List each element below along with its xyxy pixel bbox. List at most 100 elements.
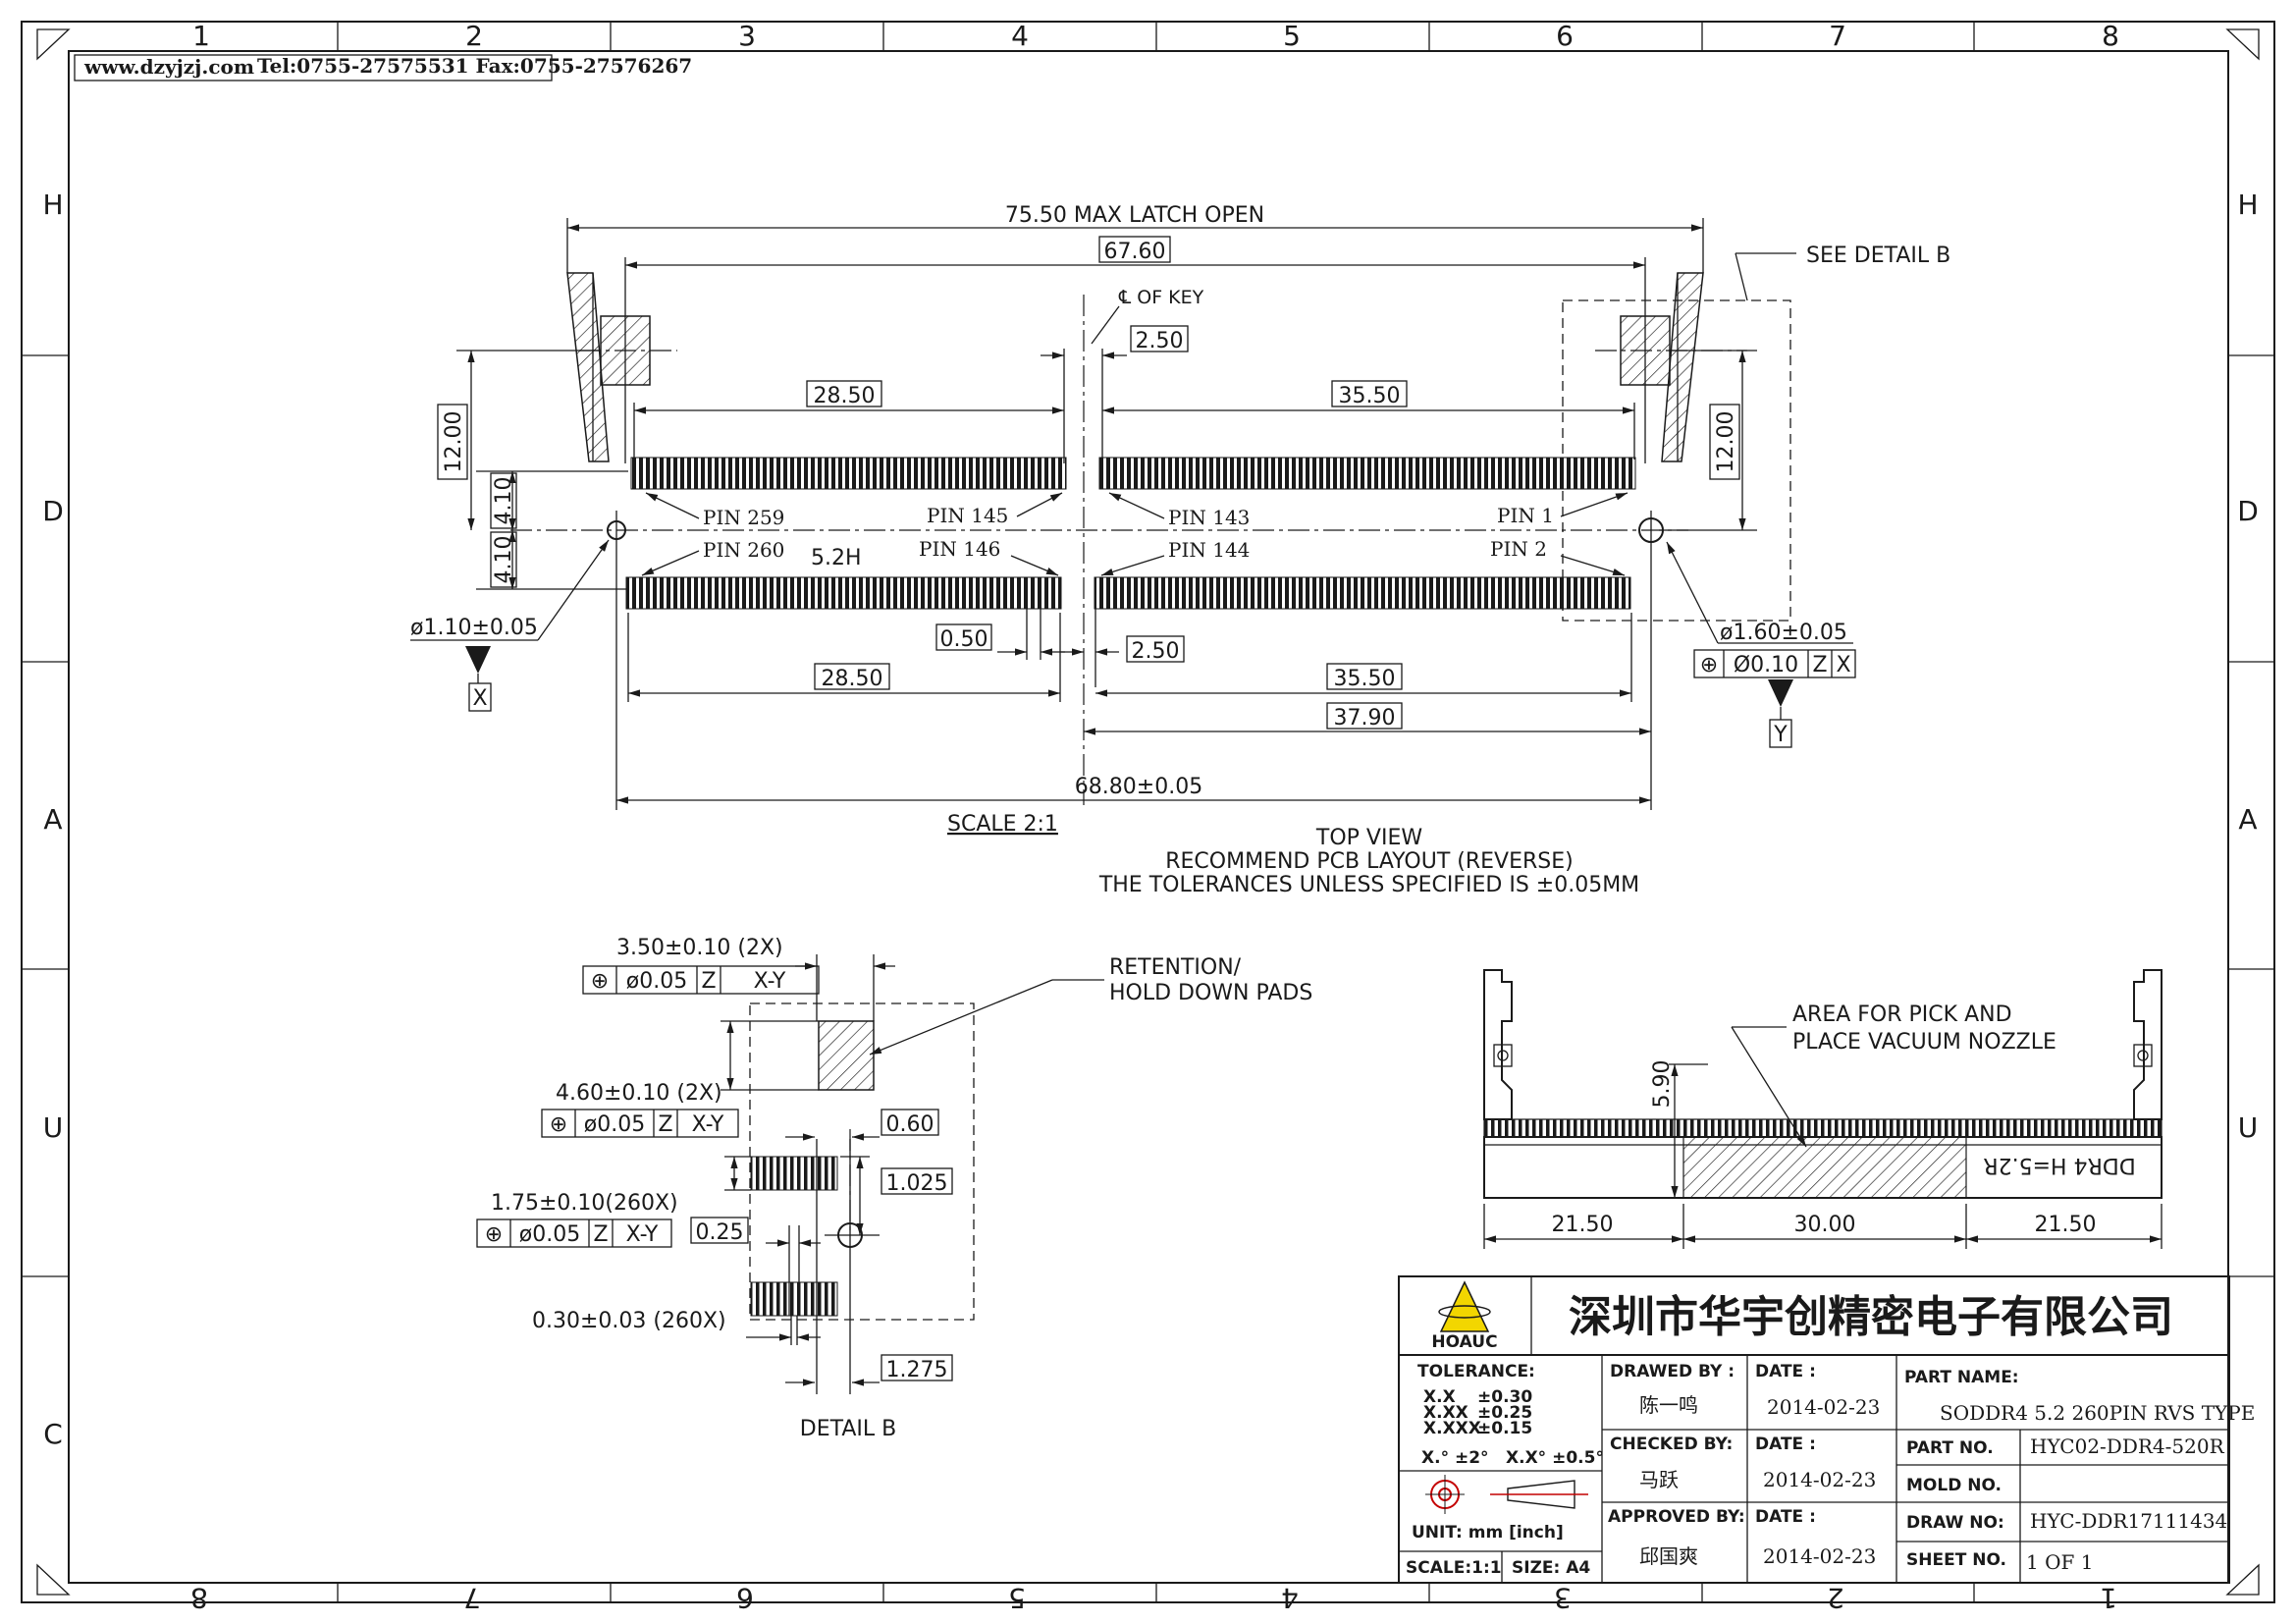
svg-text:Z: Z <box>593 1222 608 1247</box>
svg-text:ø0.05: ø0.05 <box>626 969 687 994</box>
pin-1-label: PIN 1 <box>1497 504 1554 527</box>
sheet-no-label: SHEET NO. <box>1906 1550 2006 1570</box>
fcf-1: ⊕ ø0.05 Z X-Y <box>582 965 820 995</box>
draw-no: HYC-DDR17111434 <box>2030 1509 2227 1533</box>
scale-label: SCALE 2:1 <box>947 812 1058 837</box>
svg-text:X-Y: X-Y <box>692 1112 724 1137</box>
grid-col-bottom-5: 5 <box>1008 1582 1026 1614</box>
datum-y: Y <box>1773 723 1788 747</box>
svg-text:Z: Z <box>658 1112 672 1137</box>
draw-no-label: DRAW NO: <box>1906 1513 2004 1533</box>
grid-row-left-d: D <box>42 495 64 527</box>
svg-text:X: X <box>1836 653 1850 677</box>
date-3: 2014-02-23 <box>1763 1544 1876 1568</box>
drawing-frame <box>21 21 2275 1603</box>
see-detail-b: SEE DETAIL B <box>1806 244 1950 268</box>
dim-1-275: 1.275 <box>886 1358 948 1382</box>
date-label-3: DATE : <box>1755 1507 1816 1527</box>
height-mark: 5.2H <box>811 546 862 570</box>
caption-top-view: TOP VIEW <box>1315 826 1422 850</box>
svg-text:⊕: ⊕ <box>1700 653 1718 677</box>
hole-left-callout: ø1.10±0.05 <box>410 616 538 640</box>
grid-col-1: 1 <box>192 20 210 52</box>
dim-21-50-right: 21.50 <box>2035 1213 2097 1237</box>
grid-col-6: 6 <box>1556 20 1574 52</box>
caption-pcb-layout: RECOMMEND PCB LAYOUT (REVERSE) <box>1165 849 1573 874</box>
svg-text:Z: Z <box>701 969 716 994</box>
title-block: HOAUC 深圳市华宇创精密电子有限公司 TOLERANCE: X.X ±0.3… <box>1398 1275 2255 1584</box>
grid-col-5: 5 <box>1283 20 1301 52</box>
dim-30-00: 30.00 <box>1794 1213 1856 1237</box>
dim-0-30: 0.30±0.03 (260X) <box>532 1309 726 1333</box>
key-label: ℄ OF KEY <box>1118 287 1204 308</box>
grid-col-bottom-2: 2 <box>1827 1582 1844 1614</box>
dim-21-50-left: 21.50 <box>1552 1213 1614 1237</box>
size-value: SIZE: A4 <box>1512 1558 1590 1578</box>
grid-row-left-h: H <box>42 189 63 221</box>
grid-col-bottom-6: 6 <box>736 1582 754 1614</box>
pin-145-label: PIN 145 <box>927 504 1008 527</box>
pin-144-label: PIN 144 <box>1168 538 1250 562</box>
pin-2-label: PIN 2 <box>1490 537 1547 561</box>
grid-labels: 1 2 3 4 5 6 7 8 8 7 6 5 4 3 2 1 H D A U … <box>42 20 2259 1614</box>
dim-0-50: 0.50 <box>940 627 988 652</box>
dim-12-right: 12.00 <box>1714 411 1738 473</box>
dim-35-50-bottom: 35.50 <box>1334 667 1396 691</box>
dim-37-90: 37.90 <box>1334 706 1396 731</box>
svg-text:Z: Z <box>1812 653 1827 677</box>
part-name-label: PART NAME: <box>1904 1368 2019 1387</box>
date-label-2: DATE : <box>1755 1435 1816 1454</box>
pin-260-label: PIN 260 <box>703 538 784 562</box>
header-contact: Tel:0755-27575531 Fax:0755-27576267 <box>257 54 692 78</box>
svg-text:Ø0.10: Ø0.10 <box>1734 653 1798 677</box>
logo-text: HOAUC <box>1431 1332 1497 1352</box>
side-marking: DDR4 H=5.2R <box>1983 1153 2135 1177</box>
tolerance-label: TOLERANCE: <box>1417 1362 1535 1381</box>
fcf-3: ⊕ ø0.05 Z X-Y <box>476 1218 672 1248</box>
grid-col-2: 2 <box>465 20 483 52</box>
fcf-2: ⊕ ø0.05 Z X-Y <box>541 1109 739 1138</box>
tol-xxx-value: ±0.25 <box>1477 1403 1532 1423</box>
svg-text:X-Y: X-Y <box>754 969 786 994</box>
mold-no-label: MOLD NO. <box>1906 1476 2002 1495</box>
tol-xx-value: ±0.30 <box>1477 1387 1532 1407</box>
svg-text:⊕: ⊕ <box>591 969 609 994</box>
svg-text:ø0.05: ø0.05 <box>519 1222 580 1247</box>
retention-label-2: HOLD DOWN PADS <box>1109 981 1312 1005</box>
date-2: 2014-02-23 <box>1763 1468 1876 1491</box>
dim-1-75: 1.75±0.10(260X) <box>491 1191 678 1216</box>
area-label-2: PLACE VACUUM NOZZLE <box>1792 1030 2056 1055</box>
grid-col-3: 3 <box>738 20 756 52</box>
grid-row-left-u: U <box>43 1111 64 1144</box>
dim-28-50-bottom: 28.50 <box>822 667 883 691</box>
tol-xxxx-label: X.XXX <box>1423 1419 1481 1438</box>
company-logo: HOAUC <box>1431 1280 1498 1352</box>
header-box: www.dzyjzj.com Tel:0755-27575531 Fax:075… <box>74 54 692 81</box>
side-view: DDR4 H=5.2R 5.90 AREA FOR PICK AND PLACE… <box>1483 969 2163 1249</box>
approved-by-label: APPROVED BY: <box>1608 1507 1745 1527</box>
detail-b-title: DETAIL B <box>800 1417 896 1441</box>
dim-1-025: 1.025 <box>886 1171 948 1196</box>
pin-146-label: PIN 146 <box>919 537 1000 561</box>
approved-by-name: 邱国爽 <box>1639 1544 1698 1568</box>
grid-col-7: 7 <box>1829 20 1846 52</box>
company-name: 深圳市华宇创精密电子有限公司 <box>1569 1292 2173 1342</box>
grid-col-bottom-7: 7 <box>463 1582 481 1614</box>
tol-xxx-label: X.XX <box>1423 1403 1468 1423</box>
detail-b: 3.50±0.10 (2X) ⊕ ø0.05 Z X-Y RETENTION/ … <box>476 936 1312 1441</box>
dim-0-60: 0.60 <box>886 1112 934 1137</box>
pin-259-label: PIN 259 <box>703 506 784 529</box>
scale-value: SCALE:1:1 <box>1406 1558 1502 1578</box>
grid-row-right-a: A <box>2238 803 2257 836</box>
projection-symbol <box>1425 1475 1588 1514</box>
grid-col-bottom-8: 8 <box>190 1582 208 1614</box>
part-no: HYC02-DDR4-520R <box>2030 1435 2225 1458</box>
retention-label-1: RETENTION/ <box>1109 955 1242 980</box>
grid-col-bottom-4: 4 <box>1281 1582 1299 1614</box>
dim-67-60: 67.60 <box>1104 240 1166 264</box>
hole-right-callout: ø1.60±0.05 <box>1720 621 1847 645</box>
dim-latch-open: 75.50 MAX LATCH OPEN <box>1005 203 1264 228</box>
tol-angle-1: X.° ±2° <box>1421 1448 1489 1468</box>
svg-text:X-Y: X-Y <box>626 1222 659 1247</box>
